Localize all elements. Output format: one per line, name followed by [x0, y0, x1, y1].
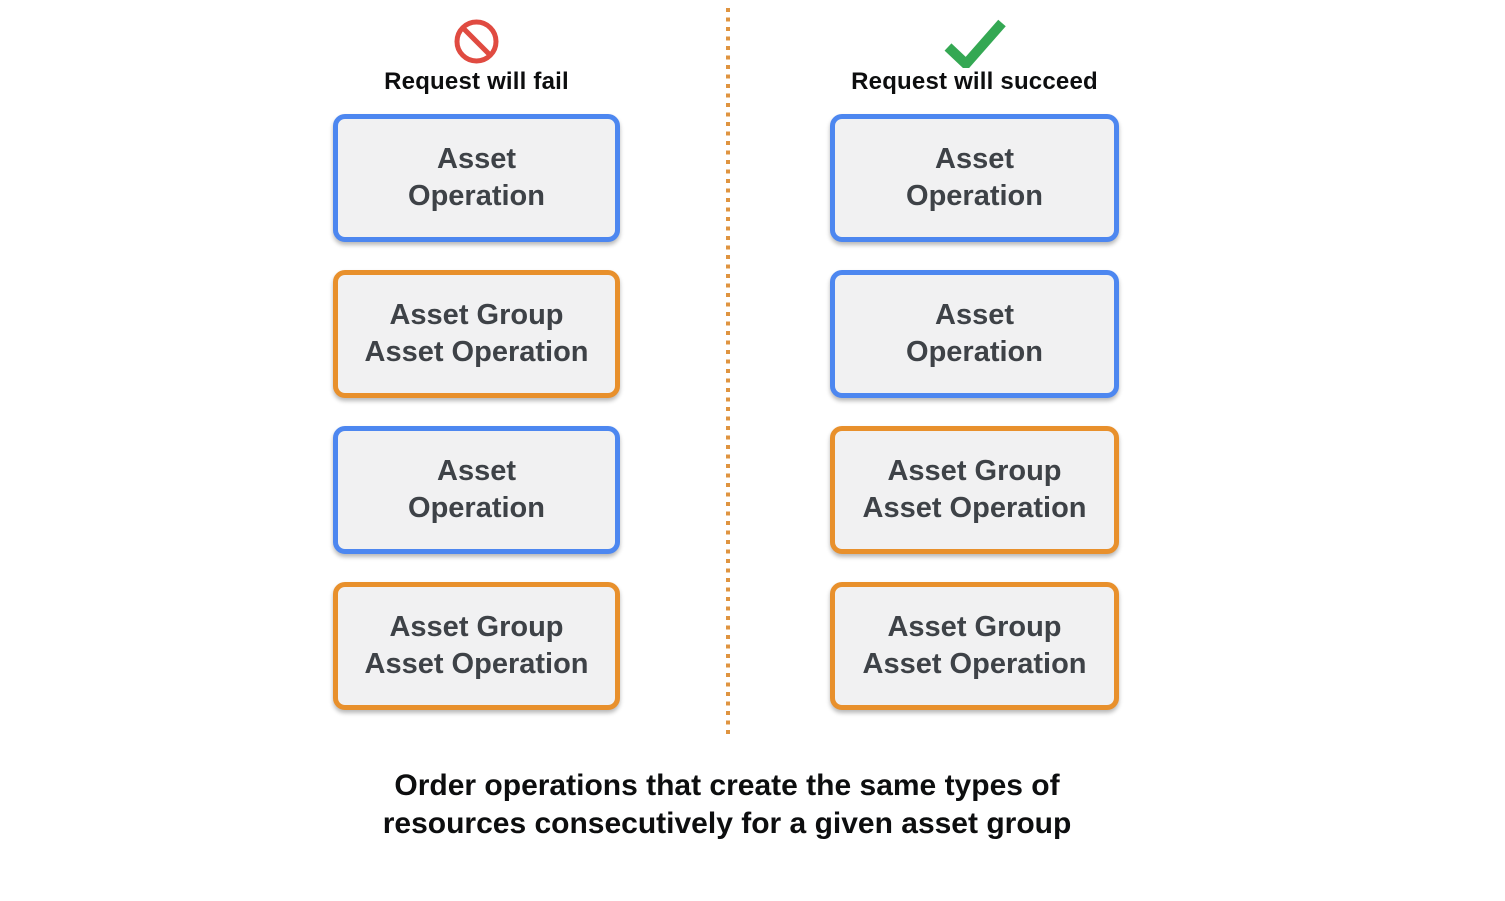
box-asset-operation: Asset Operation: [333, 426, 620, 554]
prohibition-icon: [453, 18, 500, 66]
box-label: Asset Operation: [906, 299, 1043, 368]
box-asset-operation: Asset Operation: [830, 270, 1119, 398]
box-asset-operation: Asset Operation: [333, 114, 620, 242]
succeed-column-header: Request will succeed: [830, 0, 1119, 114]
succeed-column-title: Request will succeed: [851, 68, 1098, 95]
box-label: Asset Group Asset Operation: [862, 455, 1087, 524]
box-asset-group-asset-operation: Asset Group Asset Operation: [333, 582, 620, 710]
box-label: Asset Group Asset Operation: [364, 299, 589, 368]
box-label: Asset Operation: [408, 143, 545, 212]
checkmark-icon: [942, 18, 1008, 68]
box-asset-operation: Asset Operation: [830, 114, 1119, 242]
succeed-column: Request will succeed Asset Operation Ass…: [830, 0, 1119, 738]
box-asset-group-asset-operation: Asset Group Asset Operation: [830, 582, 1119, 710]
box-asset-group-asset-operation: Asset Group Asset Operation: [333, 270, 620, 398]
dotted-divider: [726, 8, 730, 739]
box-label: Asset Operation: [906, 143, 1043, 212]
fail-column: Request will fail Asset Operation Asset …: [333, 0, 620, 738]
diagram-caption: Order operations that create the same ty…: [382, 769, 1072, 840]
fail-column-title: Request will fail: [384, 68, 569, 95]
box-asset-group-asset-operation: Asset Group Asset Operation: [830, 426, 1119, 554]
box-label: Asset Group Asset Operation: [364, 611, 589, 680]
fail-column-header: Request will fail: [333, 0, 620, 114]
box-label: Asset Operation: [408, 455, 545, 524]
box-label: Asset Group Asset Operation: [862, 611, 1087, 680]
